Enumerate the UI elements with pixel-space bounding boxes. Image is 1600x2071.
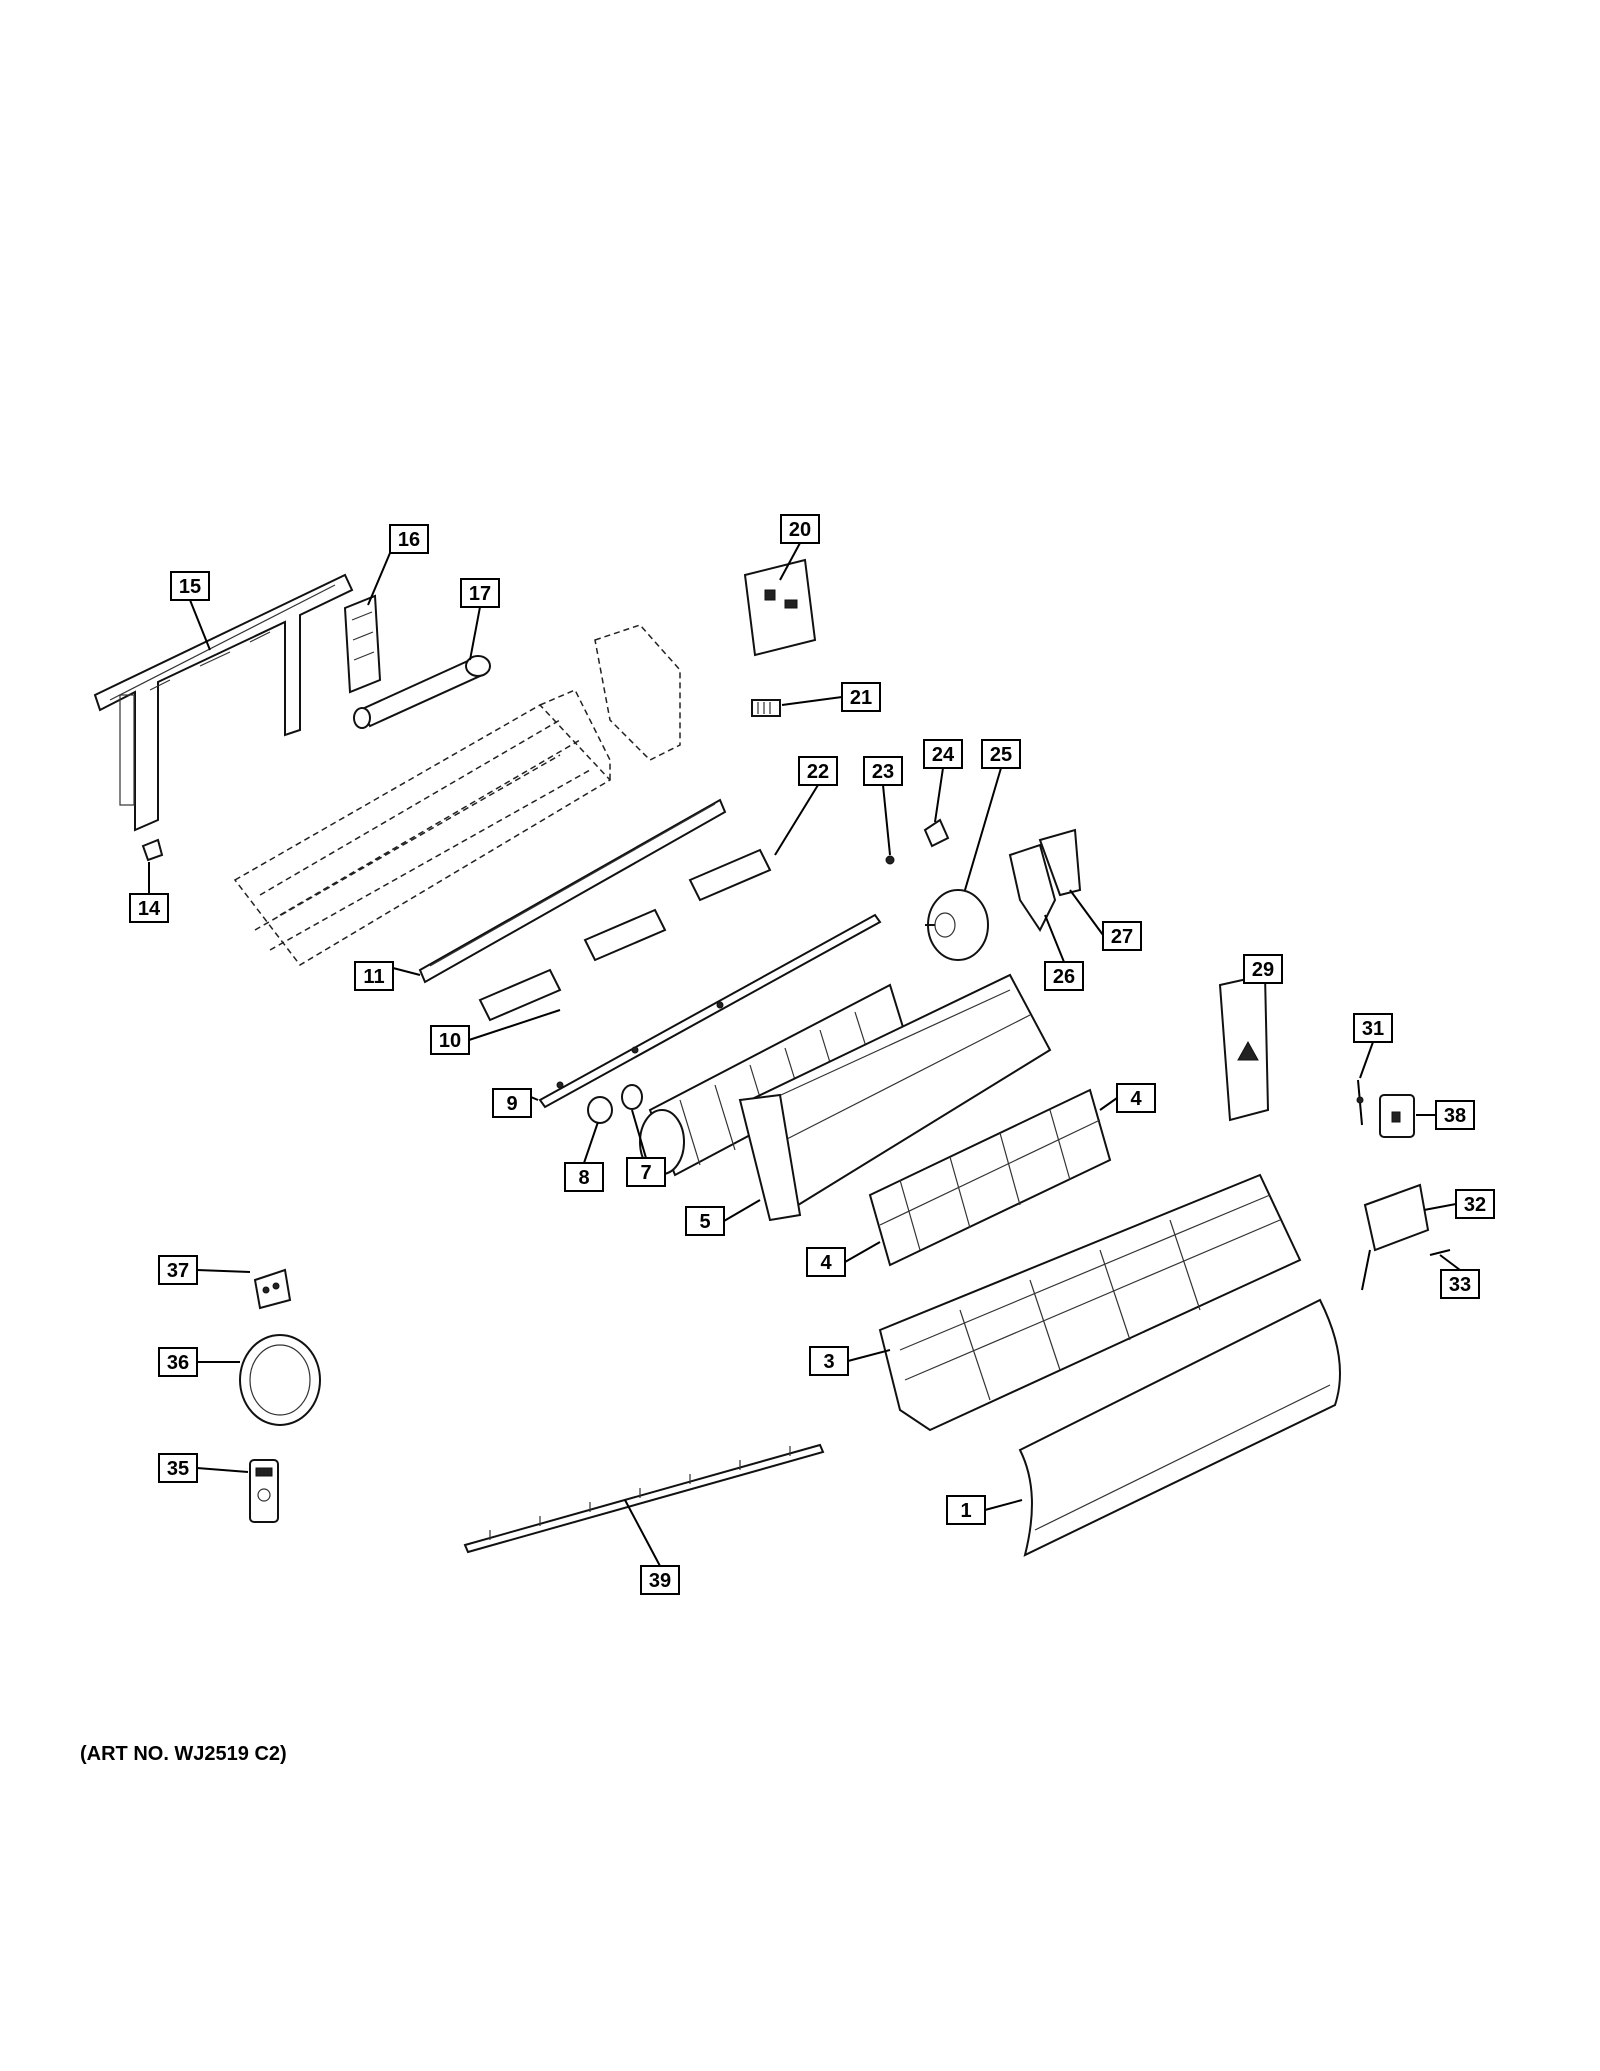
svg-text:37: 37 <box>167 1260 189 1282</box>
svg-text:35: 35 <box>167 1458 189 1480</box>
part-connector <box>751 699 781 717</box>
part-remote-control <box>249 1459 279 1523</box>
part-side-bracket <box>1218 973 1270 1122</box>
svg-text:22: 22 <box>807 761 829 783</box>
callout-39: 39 <box>624 1499 680 1595</box>
svg-text:7: 7 <box>640 1162 651 1184</box>
svg-text:29: 29 <box>1252 959 1274 981</box>
part-wall-mounting-bracket <box>93 573 354 832</box>
part-drain-hose <box>353 655 491 729</box>
svg-text:39: 39 <box>649 1570 671 1592</box>
svg-text:25: 25 <box>990 744 1012 766</box>
callout-8: 8 <box>564 1121 604 1192</box>
svg-text:9: 9 <box>506 1093 517 1115</box>
svg-text:32: 32 <box>1464 1194 1486 1216</box>
callout-4-top: 4 <box>1099 1083 1156 1113</box>
part-screw-bag <box>253 1268 292 1310</box>
callout-36: 36 <box>158 1347 240 1377</box>
callout-4-bottom: 4 <box>806 1241 881 1277</box>
svg-text:23: 23 <box>872 761 894 783</box>
part-electrical-box <box>594 624 681 761</box>
svg-text:38: 38 <box>1444 1105 1466 1127</box>
callout-22: 22 <box>774 756 838 856</box>
svg-text:11: 11 <box>363 966 384 988</box>
svg-text:31: 31 <box>1362 1018 1384 1040</box>
svg-text:5: 5 <box>699 1211 710 1233</box>
svg-text:10: 10 <box>439 1030 461 1052</box>
callout-9: 9 <box>492 1088 539 1118</box>
svg-text:26: 26 <box>1053 966 1075 988</box>
part-bearing <box>587 1084 643 1124</box>
callout-14: 14 <box>129 862 169 923</box>
callout-26: 26 <box>1044 914 1084 991</box>
callout-32: 32 <box>1423 1189 1495 1219</box>
part-swing-rod <box>538 913 882 1109</box>
svg-text:8: 8 <box>578 1167 589 1189</box>
callout-20: 20 <box>779 514 820 581</box>
part-side-panel <box>343 594 382 694</box>
part-thermistor <box>1356 1079 1364 1126</box>
part-screw <box>885 855 895 865</box>
svg-text:36: 36 <box>167 1352 189 1374</box>
svg-text:15: 15 <box>179 576 201 598</box>
svg-text:3: 3 <box>823 1351 834 1373</box>
svg-text:27: 27 <box>1111 926 1133 948</box>
part-control-board <box>743 558 817 657</box>
svg-text:14: 14 <box>138 898 161 920</box>
part-vane-rod <box>463 1443 825 1554</box>
part-front-cover <box>1018 1298 1341 1557</box>
part-insulation-coil <box>239 1334 321 1426</box>
callout-15: 15 <box>170 571 211 651</box>
part-bushing <box>923 818 950 848</box>
callout-11: 11 <box>354 961 421 991</box>
part-wifi-module <box>1379 1094 1415 1138</box>
callout-17: 17 <box>460 578 500 661</box>
svg-text:33: 33 <box>1449 1274 1471 1296</box>
art-number-label: (ART NO. WJ2519 C2) <box>80 1743 287 1765</box>
callout-35: 35 <box>158 1453 249 1483</box>
part-display-board <box>1361 1183 1451 1291</box>
part-drain-pan <box>738 973 1052 1222</box>
svg-text:1: 1 <box>960 1500 971 1522</box>
callout-29: 29 <box>1243 954 1283 984</box>
part-motor-covers <box>1008 828 1082 932</box>
callout-3: 3 <box>809 1346 891 1376</box>
callout-16: 16 <box>367 524 429 606</box>
svg-text:24: 24 <box>932 744 955 766</box>
callout-37: 37 <box>158 1255 251 1285</box>
callout-10: 10 <box>430 1009 561 1055</box>
callout-31: 31 <box>1353 1013 1393 1079</box>
part-front-grille <box>878 1173 1302 1432</box>
part-louver-blocks <box>478 848 772 1022</box>
svg-text:20: 20 <box>789 519 811 541</box>
part-mounting-rail <box>418 798 727 984</box>
svg-text:21: 21 <box>850 687 872 709</box>
callout-1: 1 <box>946 1495 1023 1525</box>
callout-25: 25 <box>964 739 1021 891</box>
part-evaporator-coil <box>233 689 612 966</box>
svg-text:16: 16 <box>398 529 420 551</box>
svg-text:4: 4 <box>820 1252 832 1274</box>
callout-38: 38 <box>1416 1100 1475 1130</box>
part-fitting <box>141 838 164 862</box>
callout-7: 7 <box>626 1109 666 1187</box>
callout-21: 21 <box>781 682 881 712</box>
callout-27: 27 <box>1069 889 1142 951</box>
svg-text:4: 4 <box>1130 1088 1142 1110</box>
svg-text:17: 17 <box>469 583 491 605</box>
callout-23: 23 <box>863 756 903 856</box>
part-air-filter <box>868 1088 1112 1267</box>
callout-33: 33 <box>1439 1254 1480 1299</box>
part-fan-motor <box>925 889 989 961</box>
callout-5: 5 <box>685 1199 761 1236</box>
callout-24: 24 <box>923 739 963 823</box>
